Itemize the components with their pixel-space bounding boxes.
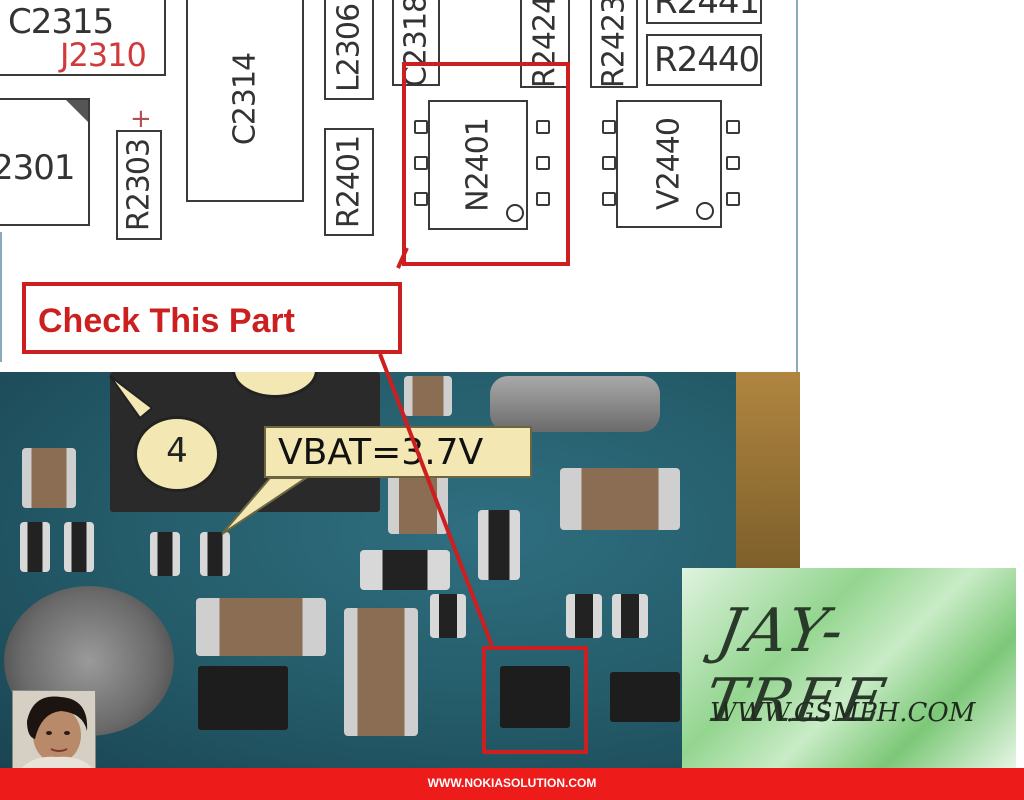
metal-can xyxy=(490,376,660,432)
resistor xyxy=(430,594,466,638)
pin1-marker xyxy=(66,100,88,122)
v2440-pin xyxy=(726,192,740,206)
capacitor xyxy=(560,468,680,530)
schematic-border-line xyxy=(796,0,798,372)
resistor xyxy=(20,522,50,572)
n2401-pin xyxy=(414,120,428,134)
callout-box: Check This Part xyxy=(22,282,402,354)
label-c2315: C2315 xyxy=(8,2,114,42)
ic-chip xyxy=(610,672,680,722)
marker-pointer xyxy=(109,375,154,420)
label-j2310: J2310 xyxy=(60,36,147,74)
component-n2401: N2401 xyxy=(428,100,528,230)
component-r2441: R2441 xyxy=(646,0,762,24)
v2440-pin xyxy=(602,192,616,206)
watermark-logo: JAY-TREE WWW.GSMPH.COM xyxy=(682,568,1016,768)
component-r2423: R2423 xyxy=(590,0,638,88)
watermark-url: WWW.GSMPH.COM xyxy=(710,698,976,728)
label-r2401: R2401 xyxy=(331,135,367,229)
v2440-pin xyxy=(726,156,740,170)
highlight-box-photo xyxy=(482,646,588,754)
resistor xyxy=(200,532,230,576)
ic-chip-n2401 xyxy=(500,666,570,728)
component-r2303: R2303 xyxy=(116,130,162,240)
vbat-label: VBAT=3.7V xyxy=(264,426,532,478)
component-c2318: C2318 xyxy=(392,0,440,87)
component-r2401: R2401 xyxy=(324,128,374,236)
component-2301: 2301 xyxy=(0,98,90,226)
component-l2306: L2306 xyxy=(324,0,374,100)
n2401-pin xyxy=(536,120,550,134)
n2401-pin xyxy=(536,156,550,170)
resistor xyxy=(360,550,450,590)
resistor xyxy=(64,522,94,572)
footer-link[interactable]: WWW.NOKIASOLUTION.COM xyxy=(427,776,597,790)
pin1-dot xyxy=(696,202,714,220)
label-r2440: R2440 xyxy=(654,40,760,80)
v2440-pin xyxy=(602,120,616,134)
capacitor xyxy=(196,598,326,656)
component-r2424: R2424 xyxy=(520,0,570,88)
n2401-pin xyxy=(536,192,550,206)
v2440-pin xyxy=(726,120,740,134)
label-r2303: R2303 xyxy=(121,138,157,232)
resistor xyxy=(150,532,180,576)
footer-banner: WWW.NOKIASOLUTION.COM xyxy=(0,768,1024,800)
label-l2306: L2306 xyxy=(331,3,367,93)
pcb-photo: 4 xyxy=(0,372,800,768)
label-v2440: V2440 xyxy=(651,118,687,210)
ic-chip xyxy=(198,666,288,730)
label-r2423: R2423 xyxy=(596,0,632,89)
vbat-text: VBAT=3.7V xyxy=(278,432,484,473)
component-c2314: C2314 xyxy=(186,0,304,202)
marker-circle: 4 xyxy=(134,416,220,492)
label-r2441: R2441 xyxy=(654,0,760,22)
component-v2440: V2440 xyxy=(616,100,722,228)
capacitor xyxy=(22,448,76,508)
pin1-dot xyxy=(506,204,524,222)
v2440-pin xyxy=(602,156,616,170)
label-c2314: C2314 xyxy=(227,52,263,146)
plus-marker: + xyxy=(130,104,152,134)
schematic-border-line xyxy=(0,232,8,362)
capacitor xyxy=(404,376,452,416)
capacitor xyxy=(344,608,418,736)
resistor xyxy=(566,594,602,638)
callout-text: Check This Part xyxy=(38,302,295,340)
avatar-portrait xyxy=(13,691,95,769)
component-r2440: R2440 xyxy=(646,34,762,86)
highlight-box-schematic xyxy=(402,62,570,266)
n2401-pin xyxy=(414,192,428,206)
marker-number: 4 xyxy=(166,431,188,471)
vbat-pointer xyxy=(221,477,310,535)
label-2301: 2301 xyxy=(0,148,76,188)
resistor xyxy=(478,510,520,580)
avatar xyxy=(12,690,96,770)
gold-edge xyxy=(736,372,800,572)
component-c2315: C2315 J2310 xyxy=(0,0,166,76)
resistor xyxy=(612,594,648,638)
n2401-pin xyxy=(414,156,428,170)
